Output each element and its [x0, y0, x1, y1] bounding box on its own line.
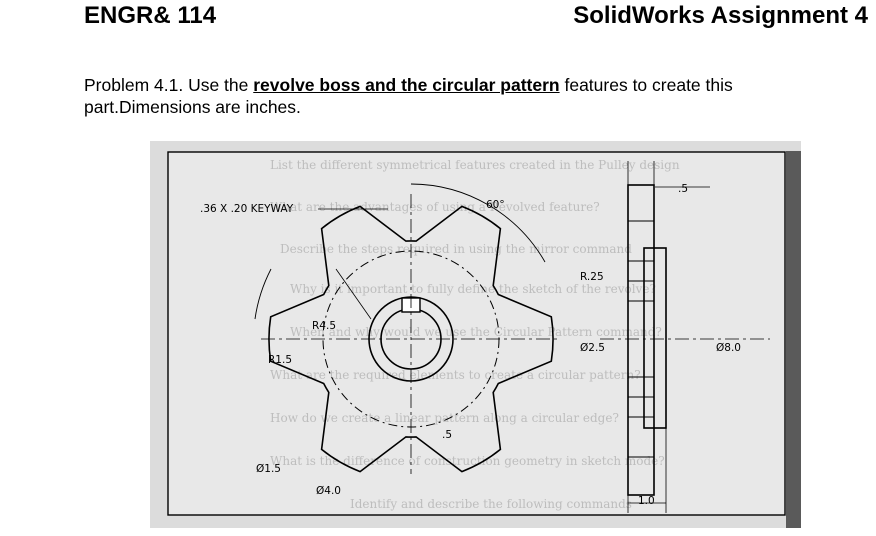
- hub-diameter-label: Ø1.5: [256, 463, 281, 475]
- bolt-diameter-label: Ø4.0: [316, 485, 341, 497]
- hub-length-label: 1.0: [638, 495, 655, 507]
- front-view: [254, 183, 561, 474]
- ghost-line: Describe the steps required in using the…: [280, 242, 632, 256]
- angle-label: 60°: [486, 199, 505, 211]
- ghost-line: How do we create a linear pattern along …: [270, 411, 619, 425]
- problem-prefix: Problem 4.1. Use the: [84, 75, 254, 95]
- ghost-line: Why is it important to fully define the …: [290, 282, 656, 296]
- leader-line: [335, 268, 372, 320]
- overall-diameter-label: Ø8.0: [716, 342, 741, 354]
- fillet-radius-label: R1.5: [268, 354, 292, 366]
- part-drawing: List the different symmetrical features …: [150, 141, 801, 528]
- outer-radius-label: R4.5: [312, 320, 336, 332]
- slot-radius-label: R.25: [580, 271, 604, 283]
- problem-emphasis: revolve boss and the circular pattern: [253, 75, 560, 95]
- problem-suffix: features to create this part.Dimensions …: [84, 75, 733, 117]
- side-flange: [627, 184, 655, 496]
- side-hub: [643, 247, 667, 429]
- problem-statement: Problem 4.1. Use the revolve boss and th…: [84, 74, 854, 118]
- ghost-line: List the different symmetrical features …: [270, 158, 680, 172]
- keyway-label: .36 X .20 KEYWAY: [200, 203, 294, 215]
- course-title: ENGR& 114: [84, 2, 217, 29]
- angle-arc: [410, 183, 546, 263]
- radius-arc: [254, 268, 272, 320]
- bore-diameter-label: Ø2.5: [580, 342, 605, 354]
- gear-outline: [268, 205, 554, 473]
- side-view: [600, 161, 770, 513]
- assignment-title: SolidWorks Assignment 4: [573, 2, 868, 29]
- thickness-label: .5: [678, 183, 688, 195]
- ghost-line: Identify and describe the following comm…: [350, 497, 632, 511]
- spoke-width-label: .5: [442, 429, 452, 441]
- ghost-line: What are the required elements to create…: [270, 368, 641, 382]
- ghost-line: What are the advantages of using a Revol…: [270, 200, 600, 214]
